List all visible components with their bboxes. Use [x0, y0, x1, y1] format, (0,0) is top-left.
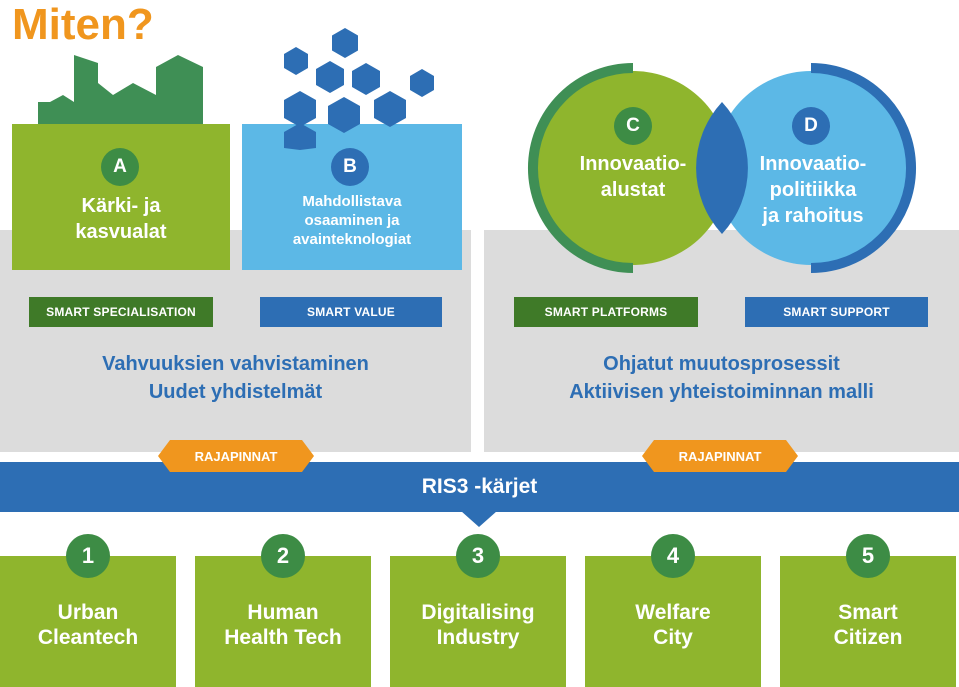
venn-circles — [528, 63, 916, 273]
section-c-badge: C — [614, 107, 652, 145]
ris3-bar: RIS3 -kärjet — [0, 462, 959, 512]
section-c-label: Innovaatio- alustat — [560, 151, 706, 203]
section-b-label: Mahdollistava osaaminen ja avainteknolog… — [242, 192, 462, 249]
section-b-line2: osaaminen ja — [304, 212, 400, 229]
ris3-label: RIS3 -kärjet — [421, 475, 538, 498]
section-a-line2: kasvualat — [75, 221, 167, 243]
interface-shape-right — [642, 440, 798, 472]
section-d-line3: ja rahoitus — [762, 205, 864, 227]
section-c-line2: alustat — [600, 179, 666, 201]
spearhead-label-2: Human Health Tech — [195, 600, 371, 650]
spearhead-4-line1: Welfare — [635, 601, 711, 624]
left-summary: Vahvuuksien vahvistaminen Uudet yhdistel… — [0, 350, 471, 406]
spearhead-number-2: 2 — [261, 534, 305, 578]
interface-shape-left — [158, 440, 314, 472]
spearhead-1-line2: Cleantech — [37, 626, 139, 649]
section-d-badge: D — [792, 107, 830, 145]
right-summary: Ohjatut muutosprosessit Aktiivisen yhtei… — [484, 350, 959, 406]
hexagon-cluster-icon — [284, 28, 434, 150]
section-d-line1: Innovaatio- — [759, 153, 867, 175]
left-summary-line2: Uudet yhdistelmät — [148, 381, 323, 403]
interface-label-right: RAJAPINNAT — [678, 448, 762, 464]
section-b-line1: Mahdollistava — [302, 193, 402, 210]
section-b-line3: avainteknologiat — [292, 231, 412, 248]
spearhead-label-4: Welfare City — [585, 600, 761, 650]
spearhead-3-line2: Industry — [436, 626, 520, 649]
ris3-pointer — [461, 511, 497, 527]
section-a-badge: A — [101, 148, 139, 186]
smart-support-tag: SMART SUPPORT — [745, 297, 928, 327]
section-c-line1: Innovaatio- — [579, 153, 687, 175]
spearhead-number-4: 4 — [651, 534, 695, 578]
spearhead-1-line1: Urban — [57, 601, 119, 624]
spearhead-number-3: 3 — [456, 534, 500, 578]
spearhead-label-3: Digitalising Industry — [390, 600, 566, 650]
left-summary-line1: Vahvuuksien vahvistaminen — [102, 353, 369, 375]
spearhead-5-line1: Smart — [838, 601, 898, 624]
spearhead-label-5: Smart Citizen — [780, 600, 956, 650]
section-d-line2: politiikka — [769, 179, 857, 201]
right-panel — [484, 230, 959, 452]
smart-platforms-tag: SMART PLATFORMS — [514, 297, 698, 327]
spearhead-number-1: 1 — [66, 534, 110, 578]
spearhead-2-line1: Human — [247, 601, 319, 624]
spearhead-2-line2: Health Tech — [224, 626, 342, 649]
section-a-line1: Kärki- ja — [81, 195, 161, 217]
spearhead-5-line2: Citizen — [833, 626, 903, 649]
right-summary-line2: Aktiivisen yhteistoiminnan malli — [569, 381, 874, 403]
section-b-badge: B — [331, 148, 369, 186]
spearhead-label-1: Urban Cleantech — [0, 600, 176, 650]
spearhead-4-line2: City — [653, 626, 693, 649]
smart-specialisation-tag: SMART SPECIALISATION — [29, 297, 213, 327]
section-d-label: Innovaatio- politiikka ja rahoitus — [738, 151, 888, 229]
page-title: Miten? — [12, 0, 154, 49]
smart-value-tag: SMART VALUE — [260, 297, 442, 327]
interface-label-left: RAJAPINNAT — [194, 448, 278, 464]
section-a-label: Kärki- ja kasvualat — [12, 193, 230, 245]
spearhead-number-5: 5 — [846, 534, 890, 578]
spearhead-3-line1: Digitalising — [421, 601, 535, 624]
right-summary-line1: Ohjatut muutosprosessit — [603, 353, 840, 375]
